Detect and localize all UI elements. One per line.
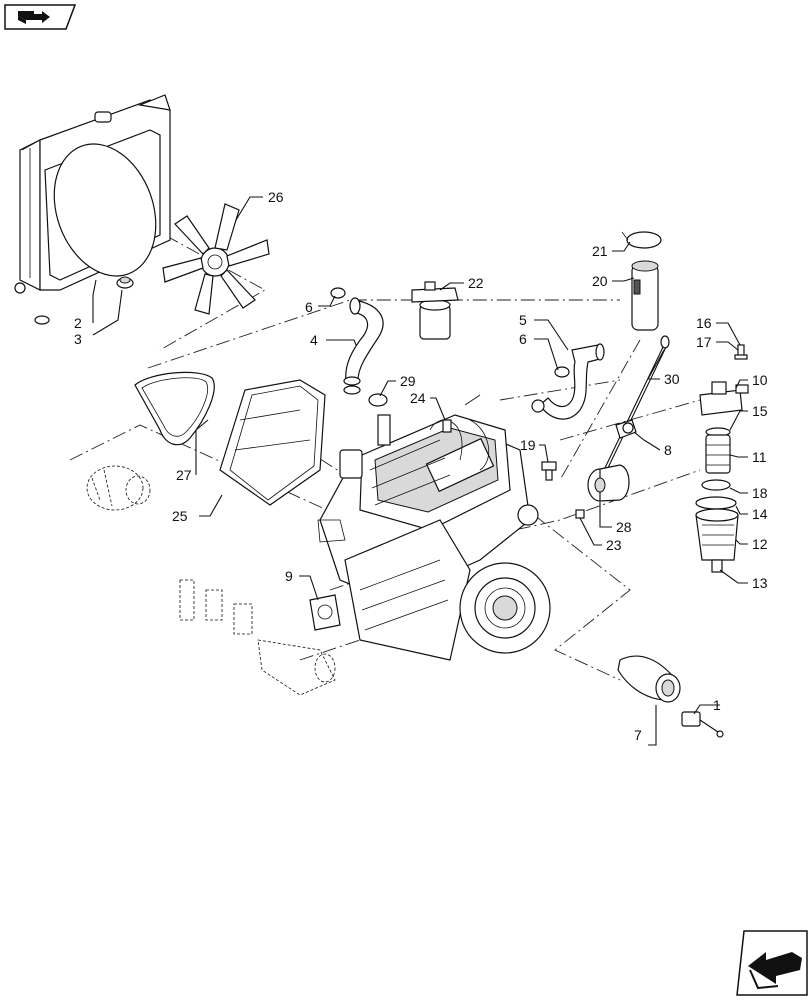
callout-14: 14 <box>752 506 768 522</box>
upper-hose <box>343 297 384 386</box>
lower-hose <box>531 343 605 420</box>
gasket <box>309 594 341 631</box>
rubber-mount <box>34 276 134 325</box>
callout-8: 8 <box>664 442 672 458</box>
callout-6b: 6 <box>519 331 527 347</box>
callout-13: 13 <box>752 575 768 591</box>
starter-motor <box>179 579 336 696</box>
oil-fill-cap <box>368 393 388 407</box>
callout-24: 24 <box>410 390 426 406</box>
fuel-filter <box>631 260 659 331</box>
callout-3: 3 <box>74 331 82 347</box>
callout-28: 28 <box>616 519 632 535</box>
callout-11: 11 <box>752 449 767 465</box>
oil-pressure-switch <box>541 461 557 481</box>
callout-1: 1 <box>713 697 721 713</box>
hose-clamp <box>330 287 570 395</box>
callout-12: 12 <box>752 536 768 552</box>
book-arrow-icon[interactable] <box>4 4 77 30</box>
water-temp-sensor <box>615 419 637 439</box>
callout-7: 7 <box>634 727 642 743</box>
cooling-fan <box>162 203 270 315</box>
callout-29: 29 <box>400 373 416 389</box>
radiator <box>14 94 171 294</box>
callout-19: 19 <box>520 437 536 453</box>
previous-page-arrow-icon[interactable] <box>736 930 808 996</box>
callout-27: 27 <box>176 467 192 483</box>
callout-10: 10 <box>752 372 768 388</box>
dipstick <box>603 335 670 473</box>
callout-25: 25 <box>172 508 188 524</box>
callout-17: 17 <box>696 334 712 350</box>
callout-21: 21 <box>592 243 608 259</box>
alternator <box>86 465 151 511</box>
sensor-fitting <box>442 394 481 433</box>
fuel-pump <box>411 281 459 340</box>
callout-4: 4 <box>310 332 318 348</box>
callout-20: 20 <box>592 273 608 289</box>
callout-5: 5 <box>519 312 527 328</box>
callout-30: 30 <box>664 371 680 387</box>
callout-23: 23 <box>606 537 622 553</box>
filter-band <box>621 231 662 249</box>
fan-shroud <box>219 379 326 506</box>
callout-9: 9 <box>285 568 293 584</box>
callout-15: 15 <box>752 403 768 419</box>
stop-solenoid <box>681 711 724 738</box>
callout-26: 26 <box>268 189 284 205</box>
v-belt <box>134 371 215 446</box>
callout-2: 2 <box>74 315 82 331</box>
leader-lines <box>92 196 748 746</box>
callout-16: 16 <box>696 315 712 331</box>
drain-plug <box>575 509 585 519</box>
bleed-screw <box>734 344 748 360</box>
oil-filter <box>587 464 630 502</box>
callout-22: 22 <box>468 275 484 291</box>
muffler <box>617 655 681 703</box>
water-separator <box>695 381 749 573</box>
callout-18: 18 <box>752 485 768 501</box>
callout-labels: 1 2 3 4 5 6 6 7 8 9 10 11 12 13 14 15 16… <box>74 189 768 743</box>
callout-6a: 6 <box>305 299 313 315</box>
engine-block <box>317 414 551 661</box>
